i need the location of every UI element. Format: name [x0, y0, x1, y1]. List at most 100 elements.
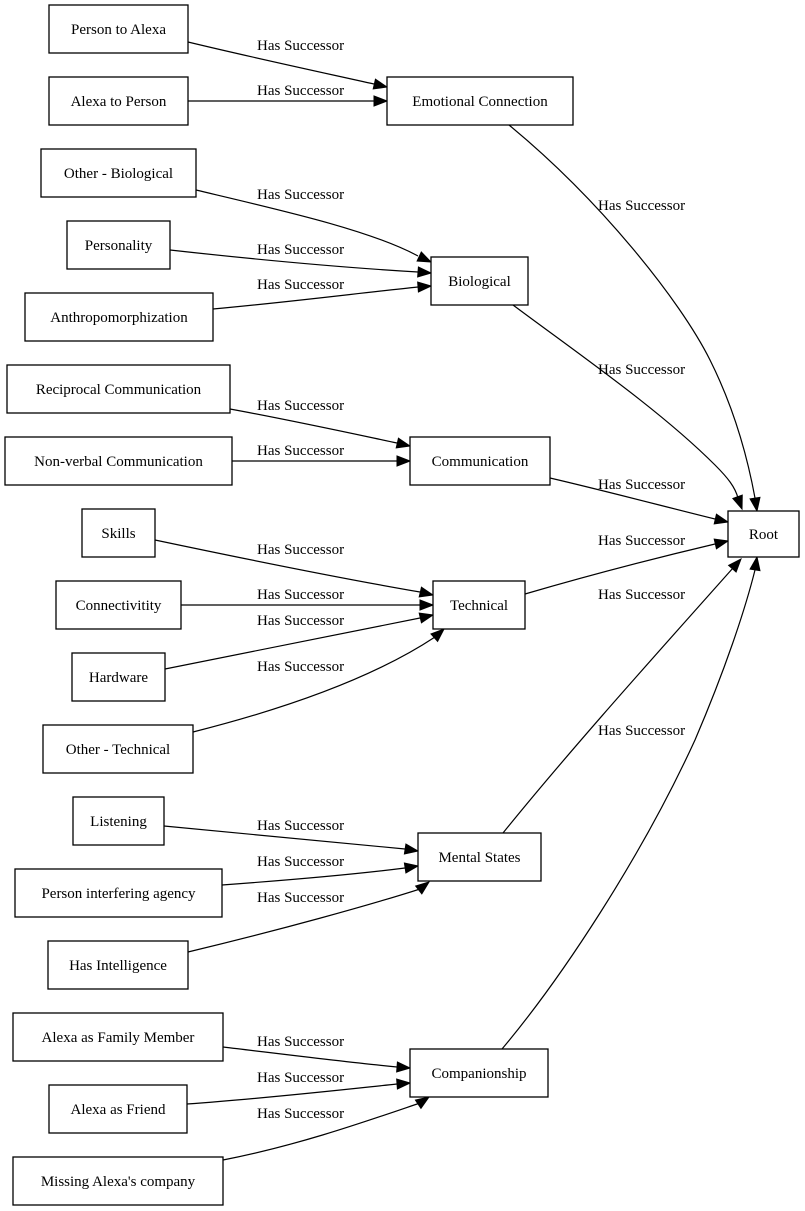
- node-box: [24, 292, 214, 342]
- edge-reciprocal-to-communication: Has Successor: [229, 398, 412, 449]
- node-label: Connectivitity: [76, 598, 162, 614]
- node-box: [6, 364, 231, 414]
- edge-label: Has Successor: [257, 277, 344, 293]
- arrowhead-icon: [416, 251, 433, 263]
- arrowhead-icon: [395, 437, 412, 449]
- edge-family_member-to-companionship: Has Successor: [222, 1034, 412, 1073]
- node-companionship[interactable]: Companionship: [409, 1048, 549, 1098]
- node-other-bio[interactable]: Other - Biological: [40, 148, 197, 198]
- node-label: Root: [749, 527, 779, 543]
- arrowhead-icon: [713, 513, 730, 525]
- edge-line: [222, 1046, 398, 1068]
- node-person-interfering[interactable]: Person interfering agency: [14, 868, 223, 918]
- edge-mental-to-root: Has Successor: [502, 557, 742, 834]
- edge-line: [549, 477, 716, 520]
- node-other-tech[interactable]: Other - Technical: [42, 724, 194, 774]
- node-label: Biological: [448, 274, 511, 290]
- edge-label: Has Successor: [257, 187, 344, 203]
- node-label: Missing Alexa's company: [41, 1174, 196, 1190]
- node-biological[interactable]: Biological: [430, 256, 529, 306]
- arrowhead-icon: [414, 881, 431, 895]
- node-box: [4, 436, 233, 486]
- node-root[interactable]: Root: [727, 510, 800, 558]
- arrowhead-icon: [419, 599, 435, 611]
- node-personality[interactable]: Personality: [66, 220, 171, 270]
- arrowhead-icon: [418, 586, 435, 598]
- node-family-member[interactable]: Alexa as Family Member: [12, 1012, 224, 1062]
- edge-label: Has Successor: [257, 242, 344, 258]
- node-label: Communication: [432, 454, 529, 470]
- node-box: [12, 1012, 224, 1062]
- node-alexa-to-person[interactable]: Alexa to Person: [48, 76, 189, 126]
- edge-biological-to-root: Has Successor: [512, 304, 743, 511]
- node-box: [81, 508, 156, 558]
- node-technical[interactable]: Technical: [432, 580, 526, 630]
- arrowhead-icon: [396, 1078, 412, 1090]
- edge-label: Has Successor: [257, 854, 344, 870]
- node-box: [40, 148, 197, 198]
- edge-label: Has Successor: [598, 587, 685, 603]
- node-missing-company[interactable]: Missing Alexa's company: [12, 1156, 224, 1206]
- node-skills[interactable]: Skills: [81, 508, 156, 558]
- node-label: Anthropomorphization: [50, 310, 188, 326]
- arrowhead-icon: [749, 555, 761, 572]
- edge-listening-to-mental: Has Successor: [163, 818, 420, 855]
- edge-person_to_alexa-to-emotional: Has Successor: [187, 38, 389, 90]
- edge-label: Has Successor: [257, 818, 344, 834]
- edge-line: [186, 1083, 398, 1105]
- edge-emotional-to-root: Has Successor: [508, 124, 761, 513]
- node-box: [12, 1156, 224, 1206]
- node-mental[interactable]: Mental States: [417, 832, 542, 882]
- edge-missing_company-to-companionship: Has Successor: [222, 1096, 431, 1161]
- node-box: [71, 652, 166, 702]
- node-box: [430, 256, 529, 306]
- edge-label: Has Successor: [257, 890, 344, 906]
- edge-line: [164, 617, 421, 670]
- edge-line: [501, 569, 756, 1050]
- edge-communication-to-root: Has Successor: [549, 477, 730, 525]
- node-label: Skills: [101, 526, 135, 542]
- node-box: [55, 580, 182, 630]
- edge-line: [229, 408, 398, 444]
- arrowhead-icon: [417, 266, 433, 278]
- node-box: [72, 796, 165, 846]
- node-label: Person to Alexa: [71, 22, 166, 38]
- node-connectivity[interactable]: Connectivitity: [55, 580, 182, 630]
- node-nonverbal[interactable]: Non-verbal Communication: [4, 436, 233, 486]
- arrowhead-icon: [396, 455, 412, 467]
- node-has-intelligence[interactable]: Has Intelligence: [47, 940, 189, 990]
- node-label: Technical: [450, 598, 508, 614]
- node-emotional[interactable]: Emotional Connection: [386, 76, 574, 126]
- node-box: [432, 580, 526, 630]
- edge-label: Has Successor: [257, 587, 344, 603]
- edge-line: [222, 1102, 421, 1161]
- node-hardware[interactable]: Hardware: [71, 652, 166, 702]
- node-label: Companionship: [431, 1066, 526, 1082]
- edge-line: [512, 304, 739, 499]
- edge-skills-to-technical: Has Successor: [154, 539, 435, 598]
- node-communication[interactable]: Communication: [409, 436, 551, 486]
- edge-has_intelligence-to-mental: Has Successor: [187, 881, 431, 953]
- edge-label: Has Successor: [257, 659, 344, 675]
- node-listening[interactable]: Listening: [72, 796, 165, 846]
- edge-anthro-to-biological: Has Successor: [212, 277, 433, 310]
- edge-other_bio-to-biological: Has Successor: [195, 187, 433, 263]
- edge-line: [212, 286, 419, 310]
- edge-technical-to-root: Has Successor: [524, 533, 730, 595]
- node-box: [409, 436, 551, 486]
- node-reciprocal[interactable]: Reciprocal Communication: [6, 364, 231, 414]
- node-box: [48, 4, 189, 54]
- node-label: Non-verbal Communication: [34, 454, 203, 470]
- edge-friend-to-companionship: Has Successor: [186, 1070, 412, 1105]
- edge-label: Has Successor: [257, 542, 344, 558]
- arrowhead-icon: [414, 1096, 431, 1110]
- edge-alexa_to_person-to-emotional: Has Successor: [188, 83, 389, 107]
- node-person-to-alexa[interactable]: Person to Alexa: [48, 4, 189, 54]
- node-anthro[interactable]: Anthropomorphization: [24, 292, 214, 342]
- node-friend[interactable]: Alexa as Friend: [48, 1084, 188, 1134]
- edge-line: [163, 825, 406, 850]
- node-label: Alexa to Person: [71, 94, 167, 110]
- edge-label: Has Successor: [257, 1070, 344, 1086]
